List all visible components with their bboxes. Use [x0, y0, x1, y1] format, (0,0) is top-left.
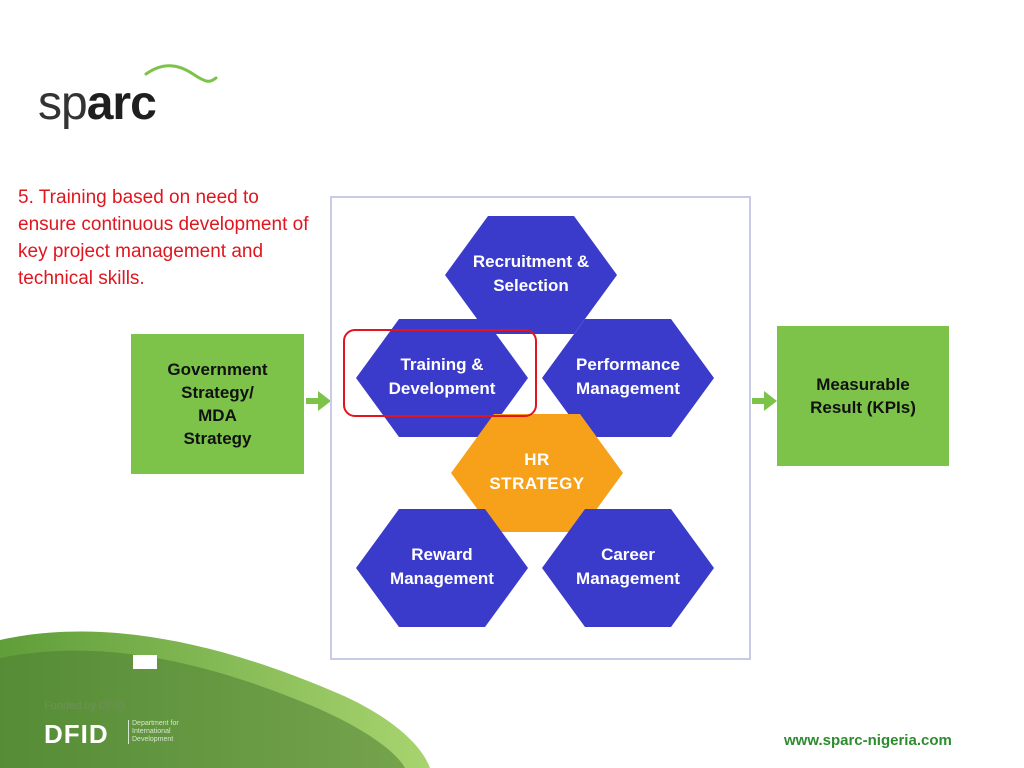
- hexagon-training: [356, 319, 528, 437]
- arrow-right-icon: [306, 391, 331, 411]
- measurable-result-box: Measurable Result (KPIs): [777, 326, 949, 466]
- hexagon-label-line: Training &: [400, 355, 484, 374]
- arrow-right-icon: [752, 391, 777, 411]
- hexagon-label-line: Reward: [411, 545, 473, 564]
- hexagon-label-line: Management: [390, 569, 494, 588]
- hexagon-hr: [451, 414, 623, 532]
- hexagon-label-line: Performance: [576, 355, 680, 374]
- hexagon-label-line: Recruitment &: [472, 252, 590, 271]
- hexagon-label-line: Development: [388, 379, 496, 398]
- logo-suffix: arc: [86, 77, 157, 130]
- hexagon-label-training: Training & Development: [357, 353, 527, 401]
- sparc-logo: sparc: [38, 62, 218, 132]
- funded-by-text: Funded by DFID: [44, 700, 125, 712]
- hexagon-label-line: Management: [576, 569, 680, 588]
- website-link[interactable]: www.sparc-nigeria.com: [784, 732, 952, 749]
- slide-caption: 5. Training based on need to ensure cont…: [18, 187, 309, 289]
- dfid-logo: DFID: [44, 719, 109, 749]
- hexagon-label-line: HR: [524, 450, 550, 469]
- right-box-line: Measurable: [816, 375, 910, 394]
- left-box-line: MDA: [198, 406, 237, 425]
- government-strategy-box: Government Strategy/ MDA Strategy: [131, 334, 304, 474]
- dfid-sub-line: International: [132, 728, 171, 735]
- hexagon-label-line: Management: [576, 379, 680, 398]
- dfid-sub-line: Development: [132, 736, 174, 743]
- hexagon-label-line: Career: [601, 545, 655, 564]
- hexagon-label-line: Selection: [493, 276, 569, 295]
- left-box-line: Strategy: [183, 429, 252, 448]
- hexagon-career: [542, 509, 714, 627]
- hexagon-label-recruitment: Recruitment & Selection: [446, 250, 616, 298]
- right-box-line: Result (KPIs): [810, 398, 916, 417]
- hexagon-performance: [542, 319, 714, 437]
- footer-swoosh: [0, 631, 430, 768]
- hexagon-label-line: STRATEGY: [489, 474, 585, 493]
- logo-prefix: sp: [38, 77, 88, 130]
- left-box-line: Strategy/: [181, 383, 254, 402]
- logo-swoosh-icon: [144, 64, 218, 83]
- hexagon-label-hr: HR STRATEGY: [452, 448, 622, 496]
- left-box-line: Government: [167, 360, 268, 379]
- training-highlight: [343, 329, 537, 417]
- dfid-sub-line: Department for: [132, 720, 179, 727]
- hexagon-reward: [356, 509, 528, 627]
- hexagon-diagram: [356, 216, 714, 627]
- dfid-subtitle: Department for International Development: [128, 720, 192, 744]
- hexagon-recruitment: [445, 216, 617, 334]
